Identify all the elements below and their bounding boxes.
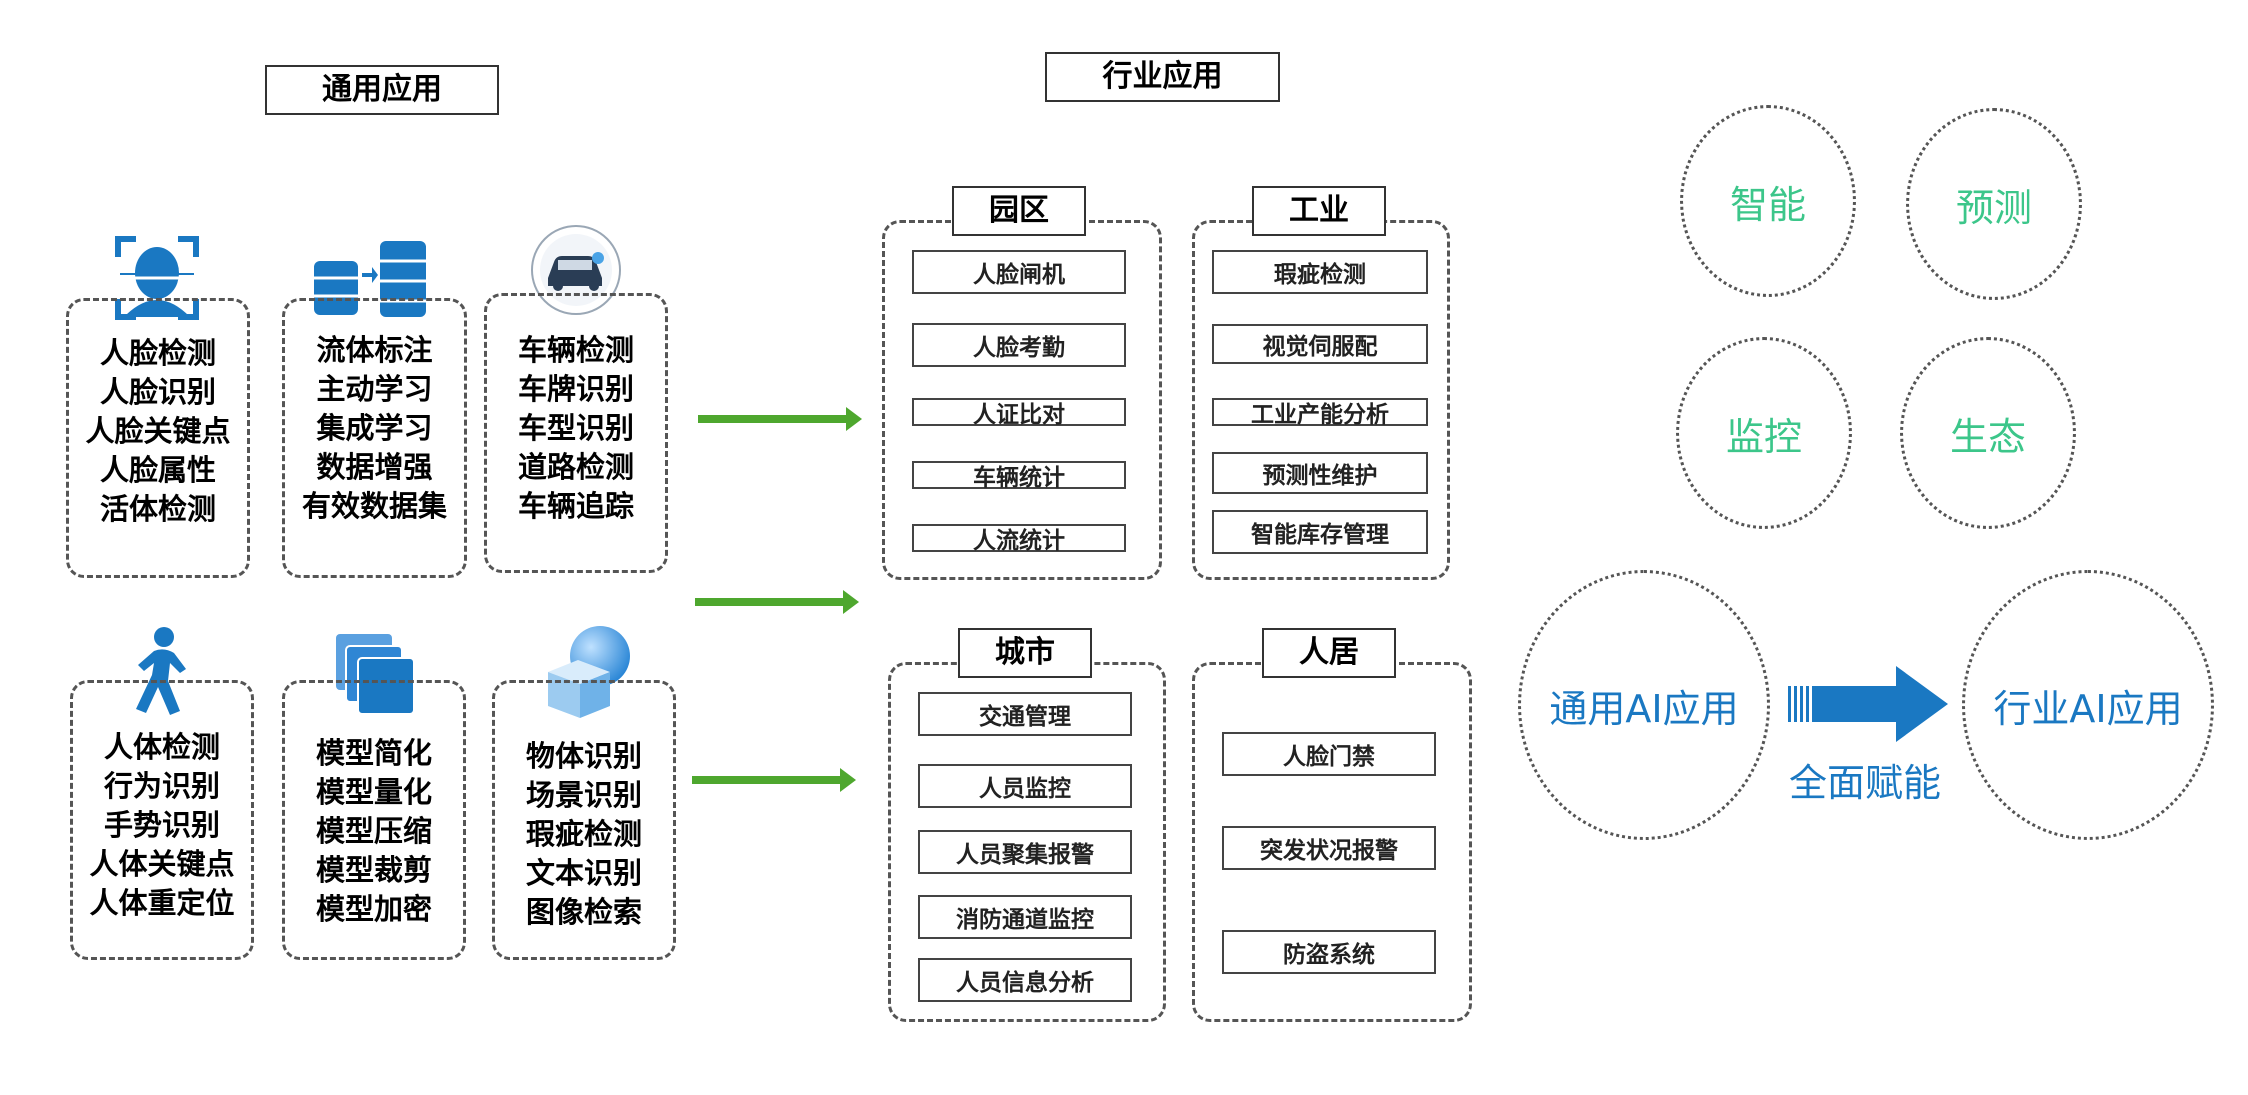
list-item: 模型量化: [315, 775, 432, 809]
list-item: 模型加密: [315, 892, 432, 926]
list-item: 瑕疵检测: [525, 817, 642, 851]
list-item: 物体识别: [525, 739, 642, 773]
empower-arrow-icon: [1788, 666, 1950, 742]
object-group-box: [492, 680, 676, 960]
park-item[interactable]: 车辆统计: [912, 461, 1126, 491]
list-item: 车辆追踪: [517, 489, 634, 523]
home-item[interactable]: 人脸门禁: [1222, 732, 1436, 776]
park-item[interactable]: 人证比对: [912, 398, 1126, 428]
manufacturing-item[interactable]: 预测性维护: [1212, 452, 1428, 494]
body-group-list: 人体检测 行为识别 手势识别 人体关键点 人体重定位: [70, 728, 254, 923]
industry-apps-title: 行业应用: [1045, 52, 1280, 102]
capability-ecosystem: 生态: [1900, 337, 2076, 529]
face-group-list: 人脸检测 人脸识别 人脸关键点 人脸属性 活体检测: [66, 334, 250, 529]
city-item[interactable]: 人员监控: [918, 764, 1132, 808]
face-scan-icon: [112, 233, 202, 323]
industry-ai-circle: 行业AI应用: [1962, 570, 2214, 840]
manufacturing-item[interactable]: 瑕疵检测: [1212, 250, 1428, 294]
list-item: 人脸属性: [99, 453, 216, 487]
capability-intelligence: 智能: [1680, 105, 1856, 297]
manufacturing-item[interactable]: 智能库存管理: [1212, 510, 1428, 554]
park-label: 园区: [952, 186, 1086, 236]
list-item: 车型识别: [517, 411, 634, 445]
capability-monitoring: 监控: [1676, 337, 1852, 529]
city-label: 城市: [958, 628, 1092, 678]
list-item: 人体重定位: [89, 886, 235, 920]
list-item: 模型简化: [315, 736, 432, 770]
list-item: 主动学习: [316, 372, 433, 406]
city-item[interactable]: 人员聚集报警: [918, 830, 1132, 874]
list-item: 手势识别: [103, 808, 220, 842]
arrow-right-icon: [695, 590, 859, 614]
general-ai-circle: 通用AI应用: [1518, 570, 1770, 840]
park-item[interactable]: 人脸闸机: [912, 250, 1126, 294]
list-item: 模型压缩: [315, 814, 432, 848]
city-item[interactable]: 消防通道监控: [918, 895, 1132, 939]
arrow-right-icon: [698, 407, 862, 431]
list-item: 有效数据集: [301, 489, 447, 523]
list-item: 模型裁剪: [315, 853, 432, 887]
list-item: 流体标注: [316, 333, 433, 367]
face-group-box: [66, 298, 250, 578]
data-group-box: [282, 298, 467, 578]
city-item[interactable]: 交通管理: [918, 692, 1132, 736]
park-item[interactable]: 人脸考勤: [912, 323, 1126, 367]
manufacturing-item[interactable]: 视觉伺服配: [1212, 324, 1428, 364]
list-item: 数据增强: [316, 450, 433, 484]
list-item: 车牌识别: [517, 372, 634, 406]
general-apps-title: 通用应用: [265, 65, 499, 115]
manufacturing-label: 工业: [1252, 186, 1386, 236]
home-label: 人居: [1262, 628, 1396, 678]
list-item: 人体关键点: [89, 847, 235, 881]
vehicle-group-list: 车辆检测 车牌识别 车型识别 道路检测 车辆追踪: [484, 331, 668, 526]
list-item: 活体检测: [99, 492, 216, 526]
list-item: 人脸识别: [99, 375, 216, 409]
home-item[interactable]: 突发状况报警: [1222, 826, 1436, 870]
object-group-list: 物体识别 场景识别 瑕疵检测 文本识别 图像检索: [492, 737, 676, 932]
arrow-right-icon: [692, 768, 856, 792]
empower-label: 全面赋能: [1788, 761, 1941, 805]
list-item: 人脸检测: [99, 336, 216, 370]
home-item[interactable]: 防盗系统: [1222, 930, 1436, 974]
list-item: 场景识别: [525, 778, 642, 812]
list-item: 道路检测: [517, 450, 634, 484]
data-group-list: 流体标注 主动学习 集成学习 数据增强 有效数据集: [282, 331, 467, 526]
manufacturing-item[interactable]: 工业产能分析: [1212, 398, 1428, 428]
list-item: 行为识别: [103, 769, 220, 803]
list-item: 文本识别: [525, 856, 642, 890]
city-item[interactable]: 人员信息分析: [918, 958, 1132, 1002]
stacked-layers-icon: [332, 630, 418, 718]
park-item[interactable]: 人流统计: [912, 524, 1126, 554]
capability-prediction: 预测: [1906, 108, 2082, 300]
list-item: 车辆检测: [517, 333, 634, 367]
list-item: 图像检索: [525, 895, 642, 929]
model-group-box: [282, 680, 466, 960]
model-group-list: 模型简化 模型量化 模型压缩 模型裁剪 模型加密: [282, 734, 466, 929]
list-item: 人脸关键点: [85, 414, 231, 448]
sphere-cube-icon: [540, 622, 636, 722]
list-item: 集成学习: [316, 411, 433, 445]
vehicle-group-box: [484, 293, 668, 573]
list-item: 人体检测: [103, 730, 220, 764]
body-group-box: [70, 680, 254, 960]
car-icon: [528, 222, 624, 318]
